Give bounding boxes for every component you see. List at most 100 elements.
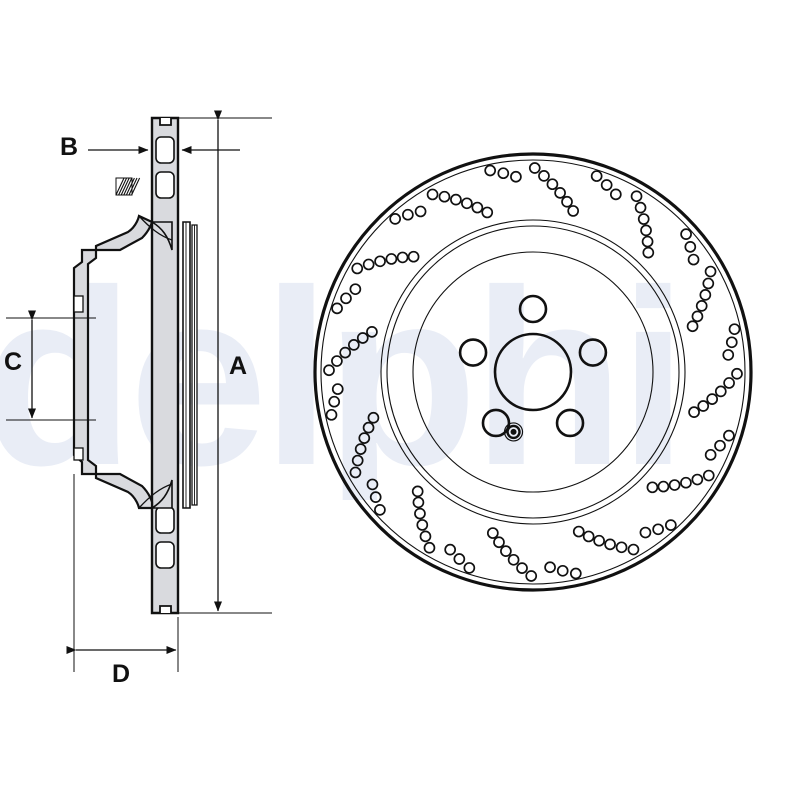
drilled-hole <box>416 519 429 531</box>
drilled-hole <box>538 170 550 182</box>
drilled-hole <box>582 530 595 543</box>
drilled-hole <box>600 179 613 191</box>
drilled-hole <box>323 364 335 377</box>
hatch-line <box>123 177 133 196</box>
drilled-hole <box>340 292 352 305</box>
drilled-hole <box>374 503 386 516</box>
drilled-hole <box>686 320 699 333</box>
dimension-label-d: D <box>112 660 131 688</box>
drilled-hole <box>723 429 735 442</box>
drilled-hole <box>688 406 700 419</box>
drilled-hole <box>691 310 704 323</box>
bolt-hole-1 <box>518 294 548 324</box>
drilled-hole <box>500 545 512 558</box>
vent-window-top-1 <box>155 136 175 164</box>
hub-bore <box>493 332 573 412</box>
section-hatch-mark <box>115 177 141 196</box>
drilled-hole <box>516 562 528 574</box>
bolt-hole-5 <box>458 338 488 367</box>
drilled-hole <box>556 564 569 577</box>
drilled-hole <box>657 480 670 493</box>
drilled-hole <box>331 355 343 367</box>
hatch-line <box>131 177 141 196</box>
drilled-hole <box>423 541 436 554</box>
drilled-hole <box>714 439 726 452</box>
disc-outer-edge-inner <box>320 159 746 585</box>
drilled-hole <box>463 562 476 574</box>
drilled-hole <box>722 349 735 361</box>
drilled-hole <box>725 336 738 349</box>
drilled-hole <box>639 526 652 539</box>
drilled-hole <box>544 561 556 574</box>
drilled-hole <box>704 265 717 278</box>
drilled-hole <box>528 162 541 174</box>
drilled-hole <box>414 205 427 218</box>
bolt-hole-4 <box>481 408 511 438</box>
drilled-hole <box>699 289 712 301</box>
vent-web-bottom <box>138 483 173 509</box>
drilled-hole <box>609 188 622 201</box>
drilled-hole <box>396 251 409 264</box>
disc-hub-ring-0 <box>380 219 686 525</box>
drilled-hole <box>702 469 715 482</box>
dimension-label-c: C <box>4 348 23 376</box>
dimension-lines <box>6 110 272 672</box>
bolt-hole-3 <box>555 408 585 438</box>
drilled-hole <box>731 367 743 380</box>
drilled-hole <box>481 206 494 219</box>
drilled-hole <box>615 541 628 554</box>
hatch-line <box>115 177 125 196</box>
drilled-hole <box>347 339 360 351</box>
drilled-hole <box>627 543 640 556</box>
drilled-hole <box>366 478 379 491</box>
drilled-hole <box>572 525 585 538</box>
drilled-hole <box>510 170 522 183</box>
drilled-hole <box>714 385 727 398</box>
vent-window-bottom-2 <box>155 541 175 569</box>
drilled-hole <box>695 300 708 312</box>
drilled-hole <box>362 421 375 434</box>
drilled-hole <box>668 479 681 491</box>
flange-notch-bottom <box>159 605 172 613</box>
drilled-hole <box>354 443 367 455</box>
disc-hub-ring-2 <box>412 251 654 493</box>
drilled-hole <box>351 454 364 467</box>
drilled-hole <box>402 208 414 221</box>
drilled-hole <box>331 302 343 315</box>
drilled-hole <box>554 186 566 199</box>
drilled-hole <box>484 164 497 177</box>
drilled-hole <box>680 476 692 489</box>
drilled-hole <box>728 323 741 336</box>
drilled-hole <box>328 395 341 408</box>
drilled-hole-pattern <box>323 162 743 582</box>
drilled-hole <box>691 473 704 486</box>
bolt-hole-2 <box>578 338 608 367</box>
drilled-hole <box>634 201 647 214</box>
drilled-hole <box>664 519 677 531</box>
drilled-hole <box>507 553 520 566</box>
drilled-hole <box>471 201 484 214</box>
drilled-hole <box>419 530 432 543</box>
drilled-hole <box>426 188 439 201</box>
drilled-hole <box>444 543 457 556</box>
drilled-hole <box>366 325 378 338</box>
watermark-text: delphi <box>0 255 688 500</box>
hatch-line <box>120 177 130 196</box>
hat-bell-profile <box>72 214 154 510</box>
drilled-hole <box>546 178 559 191</box>
drilled-hole <box>652 523 664 536</box>
drilled-hole <box>646 481 659 494</box>
drilled-hole <box>349 466 362 479</box>
drilled-hole <box>351 262 364 275</box>
vent-web-top <box>138 215 173 241</box>
disc-outer-edge <box>313 152 753 592</box>
drilled-hole <box>367 411 380 424</box>
drilled-hole <box>569 567 582 580</box>
drilled-hole <box>453 553 466 565</box>
drilled-hole <box>561 195 573 208</box>
drilled-hole <box>687 253 700 266</box>
cross-section-view <box>72 116 198 615</box>
drilled-hole <box>339 346 352 359</box>
